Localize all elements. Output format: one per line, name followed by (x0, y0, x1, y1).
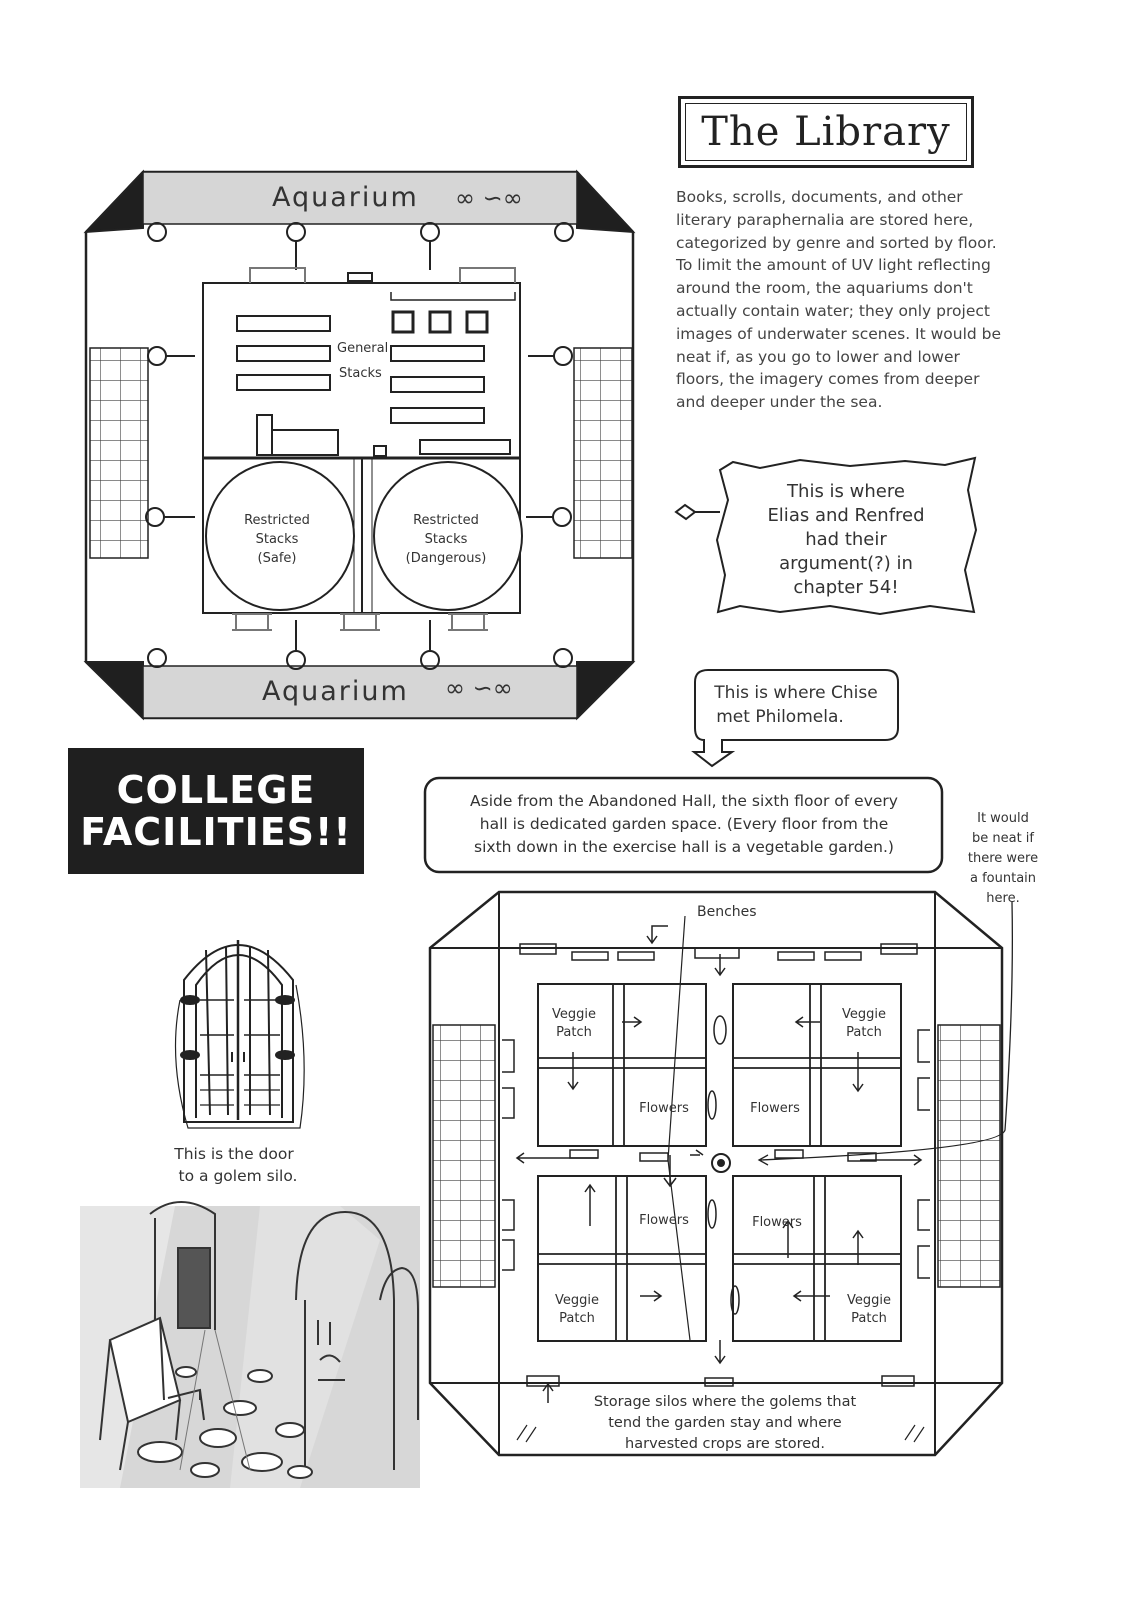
library-floor-plan (83, 169, 636, 721)
library-stairs-left (89, 347, 149, 559)
golem-silo-interior-sketch (80, 1201, 420, 1488)
veggie-patch-tr-2: Patch (846, 1025, 882, 1040)
college-title-line1: COLLEGE (116, 768, 316, 812)
library-title-box: The Library (678, 96, 974, 168)
argument-note-line2: Elias and Renfred (767, 505, 924, 526)
restricted-safe-circle (205, 461, 355, 611)
fountain-note-line4: a fountain (970, 871, 1036, 886)
college-title: COLLEGE FACILITIES!! (80, 769, 351, 853)
garden-outer-wall (428, 890, 1004, 1457)
argument-note-box (674, 456, 978, 616)
argument-note-line5: chapter 54! (793, 577, 898, 598)
golem-door-caption-1: This is the door (173, 1145, 294, 1163)
aquarium-bottom-band (142, 665, 578, 719)
restricted-dangerous-label-2: Stacks (425, 532, 468, 547)
aquarium-bottom-label: Aquarium (262, 676, 409, 707)
library-description: Books, scrolls, documents, and other lit… (676, 188, 1002, 412)
veggie-patch-br-2: Patch (851, 1311, 887, 1326)
aquarium-bottom-fish: ∞ ∽∞ (445, 674, 513, 702)
college-facilities-banner: COLLEGE FACILITIES!! (68, 748, 364, 874)
garden-intro-line3: sixth down in the exercise hall is a veg… (474, 838, 894, 856)
garden-intro-box (423, 776, 944, 874)
storage-note-line3: harvested crops are stored. (625, 1436, 825, 1452)
restricted-safe-label-2: Stacks (256, 532, 299, 547)
philomela-note-line1: This is where Chise (713, 683, 877, 703)
flowers-label-tr: Flowers (750, 1101, 800, 1116)
veggie-patch-tr-1: Veggie (842, 1007, 886, 1022)
library-stairs-right (573, 347, 633, 559)
fountain-circle (711, 1153, 731, 1173)
library-corner-br (576, 661, 636, 721)
storage-note-line1: Storage silos where the golems that (594, 1394, 857, 1410)
veggie-patch-bl-2: Patch (559, 1311, 595, 1326)
flowers-label-br: Flowers (752, 1215, 802, 1230)
garden-benches-bottom (526, 1375, 915, 1387)
fountain-note-line3: there were (968, 851, 1038, 866)
library-corner-bl (83, 661, 144, 721)
general-stacks-label-1: General (337, 341, 388, 356)
aquarium-top-band (142, 171, 578, 225)
veggie-patch-bl-1: Veggie (555, 1293, 599, 1308)
reading-desks (390, 292, 516, 334)
fountain-note-line1: It would (977, 811, 1029, 826)
garden-quadrant-bl (537, 1175, 707, 1342)
library-corner-tl (83, 169, 144, 234)
garden-stairs-right (937, 1024, 1001, 1288)
golem-door-caption-2: to a golem silo. (179, 1167, 298, 1185)
philomela-note-bubble (691, 669, 899, 768)
restricted-dangerous-label-3: (Dangerous) (406, 551, 487, 566)
garden-intro-line2: hall is dedicated garden space. (Every f… (480, 815, 888, 833)
library-title: The Library (701, 109, 951, 155)
argument-note-line1: This is where (786, 481, 905, 502)
veggie-patch-tl-2: Patch (556, 1025, 592, 1040)
restricted-safe-label-1: Restricted (244, 513, 310, 528)
college-title-line2: FACILITIES!! (80, 810, 352, 854)
library-outer-wall (84, 170, 635, 720)
golem-door-drawing (174, 940, 305, 1129)
garden-quadrant-tl (537, 983, 707, 1147)
fountain-note-line2: be neat if (972, 831, 1034, 846)
benches-label: Benches (697, 904, 757, 920)
library-corner-tr (576, 169, 636, 234)
fountain-note-line5: here. (986, 891, 1019, 906)
garden-intro-line1: Aside from the Abandoned Hall, the sixth… (470, 792, 898, 810)
top-railings (249, 267, 516, 283)
argument-note-line4: argument(?) in (779, 553, 913, 574)
aquarium-top-label: Aquarium (272, 182, 419, 213)
garden-floor-plan (428, 890, 1014, 1457)
restricted-dangerous-label-1: Restricted (413, 513, 479, 528)
flowers-label-bl: Flowers (639, 1213, 689, 1228)
general-stacks-label-2: Stacks (339, 366, 382, 381)
library-benches (232, 613, 488, 631)
veggie-patch-br-1: Veggie (847, 1293, 891, 1308)
restricted-safe-label-3: (Safe) (258, 551, 297, 566)
general-shelves (236, 272, 511, 457)
argument-note-line3: had their (805, 529, 887, 550)
garden-benches-top (519, 943, 918, 961)
veggie-patch-tl-1: Veggie (552, 1007, 596, 1022)
garden-arrows (515, 925, 923, 1365)
philomela-note-line2: met Philomela. (716, 707, 844, 727)
storage-note-line2: tend the garden stay and where (608, 1415, 842, 1431)
garden-quadrant-br (732, 1175, 902, 1342)
garden-quadrant-tr (732, 983, 902, 1147)
library-lamps (145, 222, 574, 670)
flowers-label-tl: Flowers (639, 1101, 689, 1116)
restricted-dangerous-circle (373, 461, 523, 611)
aquarium-top-fish: ∞ ∽∞ (455, 184, 523, 212)
garden-stairs-left (432, 1024, 496, 1288)
